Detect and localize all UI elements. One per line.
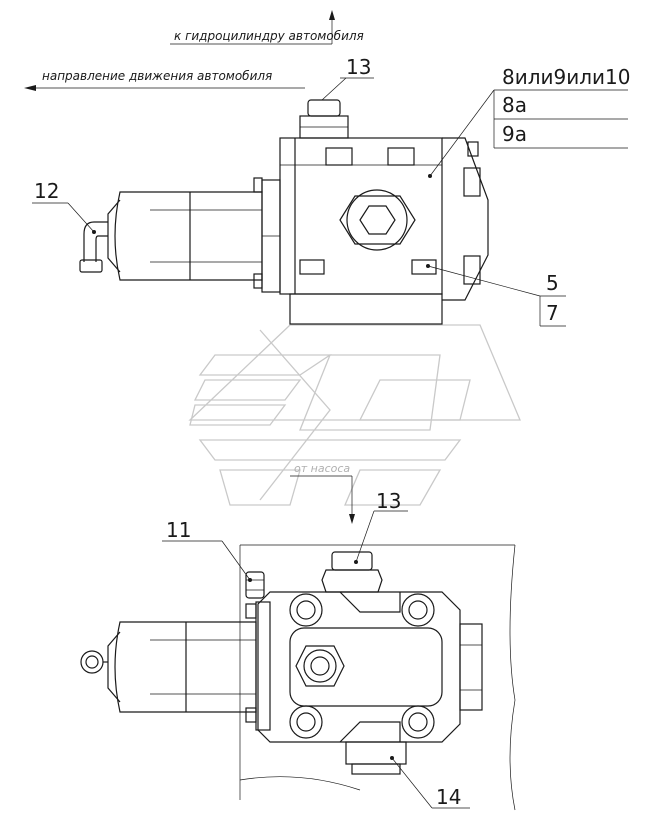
label-11-bottom: 11 (166, 518, 191, 542)
label-5: 5 (546, 271, 559, 295)
caption-direction-text: направление движения автомобиля (42, 69, 272, 83)
label-12-top: 12 (34, 179, 59, 203)
label-8-9-10: 8или9или10 (502, 65, 630, 89)
caption-to-cylinder-text: к гидроцилиндру автомобиля (174, 29, 364, 43)
top-view (79, 99, 489, 325)
label-7: 7 (546, 301, 559, 325)
caption-direction: направление движения автомобиля (24, 69, 305, 91)
caption-to-cylinder: к гидроцилиндру автомобиля (170, 10, 364, 45)
label-13-bottom: 13 (376, 489, 401, 513)
bottom-view (80, 544, 516, 811)
label-14-bottom: 14 (436, 785, 461, 809)
bottom-callouts: 11 13 14 (162, 489, 470, 809)
watermark-logo (188, 324, 521, 506)
caption-from-pump: от насоса (290, 462, 355, 524)
top-callouts: 13 12 8или9или10 8а 9а 5 7 (32, 55, 630, 327)
label-8a: 8а (502, 93, 527, 117)
label-9a: 9а (502, 122, 527, 146)
label-13-top: 13 (346, 55, 371, 79)
caption-from-pump-text: от насоса (294, 462, 350, 475)
